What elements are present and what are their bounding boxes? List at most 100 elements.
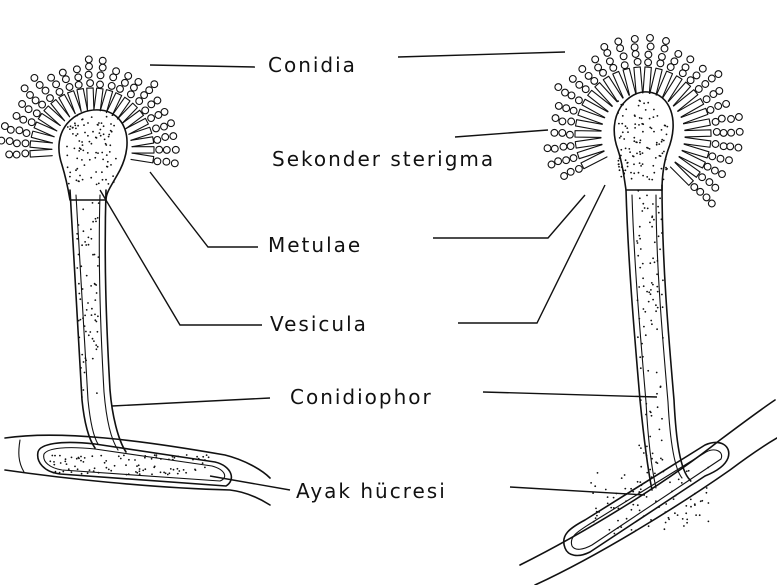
stipple-dot <box>623 138 625 140</box>
stipple-dot <box>657 206 659 208</box>
stipple-dot <box>657 260 659 262</box>
metula <box>681 108 708 123</box>
stipple-dot <box>105 179 107 181</box>
stipple-dot <box>596 515 598 517</box>
conidium <box>568 118 575 125</box>
stipple-dot <box>95 221 97 223</box>
stipple-dot <box>655 500 657 502</box>
stipple-dot <box>83 230 85 232</box>
stipple-dot <box>185 472 187 474</box>
stipple-dot <box>644 207 646 209</box>
metula <box>595 83 617 107</box>
conidium <box>585 73 592 80</box>
conidium <box>122 79 129 86</box>
stipple-dot <box>661 218 663 220</box>
stipple-dot <box>89 159 91 161</box>
leader-metulae-left <box>150 172 258 247</box>
stipple-dot <box>97 265 99 267</box>
stipple-dot <box>598 511 600 513</box>
stipple-dot <box>114 465 116 467</box>
conidium <box>75 74 82 81</box>
conidium <box>153 125 160 132</box>
conidium <box>607 58 614 65</box>
conidium <box>16 127 23 134</box>
stipple-dot <box>83 461 85 463</box>
conidium <box>617 45 624 52</box>
stipple-dot <box>102 159 104 161</box>
stipple-dot <box>662 152 664 154</box>
stipple-dot <box>639 481 641 483</box>
stipple-dot <box>59 455 61 457</box>
stipple-dot <box>655 157 657 159</box>
stipple-dot <box>657 406 659 408</box>
stipple-dot <box>77 125 79 127</box>
stipple-dot <box>96 321 98 323</box>
stipple-dot <box>671 491 673 493</box>
stipple-dot <box>105 143 107 145</box>
stipple-dot <box>123 455 125 457</box>
stipple-dot <box>53 464 55 466</box>
stipple-dot <box>596 511 598 513</box>
stipple-dot <box>80 265 82 267</box>
metula <box>30 149 52 157</box>
stipple-dot <box>85 359 87 361</box>
stipple-dot <box>202 462 204 464</box>
stipple-dot <box>85 244 87 246</box>
stipple-dot <box>139 473 141 475</box>
conidium <box>615 38 622 45</box>
stipple-dot <box>649 118 651 120</box>
stipple-dot <box>136 465 138 467</box>
stipple-dot <box>67 126 69 128</box>
stipple-dot <box>183 469 185 471</box>
stipple-dot <box>103 125 105 127</box>
stipple-dot <box>642 203 644 205</box>
stipple-dot <box>658 212 660 214</box>
stipple-dot <box>97 124 99 126</box>
stipple-dot <box>71 457 73 459</box>
conidium <box>6 138 13 145</box>
stipple-dot <box>651 226 653 228</box>
conidium <box>703 96 710 103</box>
stipple-dot <box>699 514 701 516</box>
stipple-dot <box>643 326 645 328</box>
stipple-dot <box>97 217 99 219</box>
metula <box>131 153 154 163</box>
stipple-dot <box>639 151 641 153</box>
stipple-dot <box>663 151 665 153</box>
stipple-dot <box>657 307 659 309</box>
stipple-dot <box>79 298 81 300</box>
conidium <box>31 75 38 82</box>
conidium <box>601 44 608 51</box>
right-conidiophore <box>626 185 690 490</box>
conidium <box>39 101 46 108</box>
stipple-dot <box>656 286 658 288</box>
metula <box>684 119 711 130</box>
conidium <box>555 103 562 110</box>
metula <box>77 89 88 112</box>
conidium <box>6 151 13 158</box>
stipple-dot <box>652 165 654 167</box>
conidium <box>726 157 733 164</box>
conidium <box>715 71 722 78</box>
stipple-dot <box>100 455 102 457</box>
conidium <box>631 36 638 43</box>
conidium <box>657 60 664 67</box>
stipple-dot <box>167 474 169 476</box>
stipple-dot <box>80 319 82 321</box>
stipple-dot <box>694 493 696 495</box>
stipple-dot <box>77 468 79 470</box>
conidium <box>48 74 55 81</box>
leader-conidiophor-left <box>112 398 270 406</box>
stipple-dot <box>659 248 661 250</box>
stipple-dot <box>623 170 625 172</box>
stipple-dot <box>84 372 86 374</box>
conidium <box>551 145 558 152</box>
stipple-dot <box>72 127 74 129</box>
stipple-dot <box>78 283 80 285</box>
stipple-dot <box>109 144 111 146</box>
stipple-dot <box>632 504 634 506</box>
conidium <box>728 129 735 136</box>
stipple-dot <box>652 257 654 259</box>
stipple-dot <box>651 323 653 325</box>
stipple-dot <box>82 179 84 181</box>
